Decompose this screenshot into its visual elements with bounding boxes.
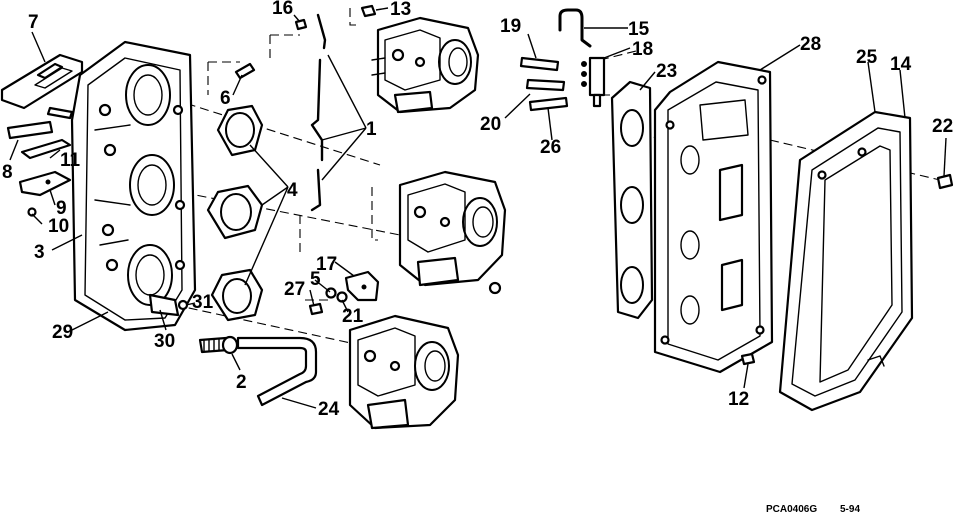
callout-10: 10 bbox=[48, 216, 69, 237]
callout-21: 21 bbox=[342, 306, 364, 327]
callout-18: 18 bbox=[632, 39, 653, 60]
part-20-hose bbox=[525, 78, 566, 92]
callout-27: 27 bbox=[284, 279, 305, 300]
part-3-intake-manifold bbox=[70, 40, 197, 332]
part-15-fuel-hose bbox=[558, 8, 592, 48]
callout-24: 24 bbox=[318, 399, 340, 420]
part-18-fuel-fitting bbox=[581, 56, 606, 108]
part-23-silencer-gasket bbox=[610, 80, 654, 320]
callout-13: 13 bbox=[390, 0, 411, 20]
part-24-hose bbox=[236, 336, 318, 407]
callout-25: 25 bbox=[856, 47, 878, 68]
callout-6: 6 bbox=[220, 88, 231, 109]
part-17-bracket bbox=[344, 270, 380, 302]
part-31-washer bbox=[177, 299, 189, 311]
callout-11: 11 bbox=[60, 150, 81, 171]
callout-2: 2 bbox=[236, 372, 247, 393]
part-14-silencer-cover bbox=[778, 110, 914, 412]
callout-30: 30 bbox=[154, 331, 175, 352]
callout-5: 5 bbox=[310, 269, 321, 290]
part-22-screw bbox=[936, 173, 954, 190]
callout-23: 23 bbox=[656, 61, 677, 82]
callout-20: 20 bbox=[480, 114, 501, 135]
callout-7: 7 bbox=[28, 12, 39, 33]
figure-caption: PCA0406G 5-94 bbox=[766, 504, 860, 515]
carburetor-top bbox=[371, 16, 480, 114]
callout-labels: 7 8 11 9 10 3 29 30 31 2 24 6 4 1 16 13 … bbox=[2, 0, 953, 420]
part-2-fitting bbox=[198, 335, 239, 355]
part-4-gasket-bottom bbox=[210, 268, 264, 322]
caption-code: PCA0406G bbox=[766, 504, 817, 515]
callout-9: 9 bbox=[56, 198, 67, 219]
callout-28: 28 bbox=[800, 34, 821, 55]
callout-14: 14 bbox=[890, 54, 912, 75]
callout-26: 26 bbox=[540, 137, 561, 158]
callout-1: 1 bbox=[366, 119, 377, 140]
callout-19: 19 bbox=[500, 16, 521, 37]
part-8b-shim bbox=[46, 106, 74, 120]
callout-22: 22 bbox=[932, 116, 953, 137]
part-11-reed-petal bbox=[20, 138, 72, 160]
part-4-gasket-top bbox=[216, 104, 264, 157]
part-7-reed-plate bbox=[0, 53, 84, 110]
carburetor-bottom bbox=[348, 314, 460, 430]
part-27-screw bbox=[308, 302, 324, 316]
part-26-hose bbox=[528, 96, 569, 112]
part-19-hose bbox=[519, 56, 560, 72]
part-8-reed-stop bbox=[6, 120, 54, 140]
caption-date: 5-94 bbox=[840, 504, 860, 515]
callout-3: 3 bbox=[34, 242, 45, 263]
part-10-screw bbox=[27, 207, 37, 217]
callout-15: 15 bbox=[628, 19, 650, 40]
part-28-silencer-base bbox=[653, 60, 774, 374]
callout-29: 29 bbox=[52, 322, 73, 343]
part-4-gasket-middle bbox=[206, 184, 264, 240]
part-13-nut bbox=[360, 4, 377, 18]
callout-17: 17 bbox=[316, 254, 337, 275]
callout-31: 31 bbox=[192, 292, 214, 313]
part-6-screw bbox=[234, 62, 256, 80]
callout-16: 16 bbox=[272, 0, 293, 19]
part-12-screw bbox=[740, 352, 756, 366]
part-1-linkage-rod bbox=[310, 13, 327, 212]
carburetor-middle bbox=[398, 170, 507, 295]
callout-12: 12 bbox=[728, 389, 749, 410]
leader-lines bbox=[9, 7, 947, 409]
part-9-bracket bbox=[18, 170, 72, 197]
part-16-nut bbox=[294, 18, 308, 31]
callout-8: 8 bbox=[2, 162, 13, 183]
callout-4: 4 bbox=[287, 180, 298, 201]
